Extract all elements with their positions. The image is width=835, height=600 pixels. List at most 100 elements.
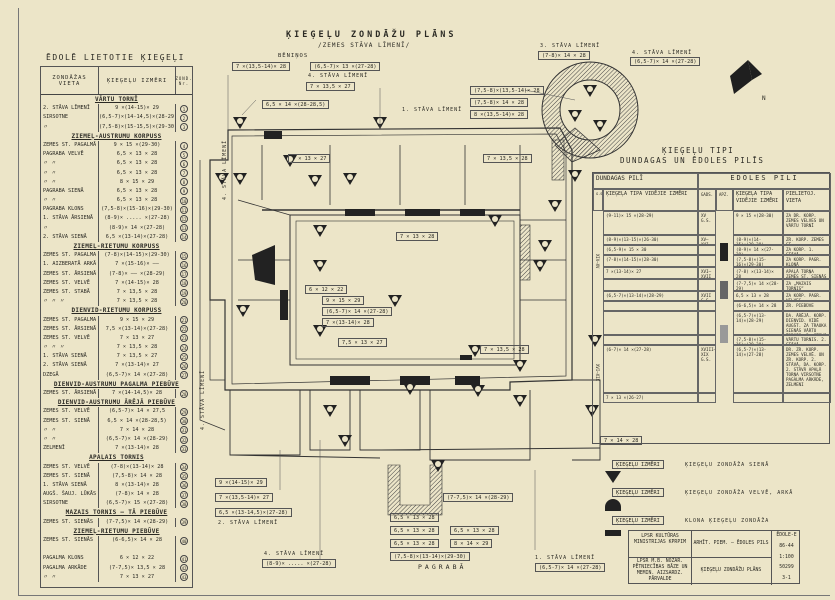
- probe-number: 32: [180, 435, 188, 444]
- cell-size: 7,5 ×(13-14)×(27-28): [99, 324, 176, 334]
- cell-location: 〃 〃: [41, 168, 99, 178]
- cell-number: 28: [176, 389, 192, 398]
- probe-number: 6: [180, 159, 188, 168]
- dimension-label: 7 × 13,5 × 27: [306, 82, 355, 91]
- cell-place: VĀRTU TORNIS. 2. STĀVĀ: [783, 335, 831, 345]
- cell-location: 〃: [41, 122, 99, 132]
- probe-number: 17: [180, 270, 188, 279]
- probe-number: 11: [180, 205, 188, 214]
- cell-place: ZA KORP. PAGR. KLONĀ: [783, 255, 831, 267]
- cell-number: 6: [176, 159, 192, 168]
- dimension-label: 7 × 13 × 27: [288, 154, 331, 163]
- cell-size: (6,5-7)× 14 × 27,5: [99, 407, 176, 417]
- cell-size: 6,5 × 13 × 28: [99, 196, 176, 206]
- dimension-label: 7,5 × 13 × 27: [338, 338, 387, 347]
- cell-dund: (6,5-7)×(13-14)×(28-29): [603, 291, 698, 301]
- cell-size: 7 × 13,5 × 28: [99, 297, 176, 307]
- type-row: (7-7,5)× 14 ×(28-29)ZA „MAZAIS TORNIS”: [593, 279, 831, 291]
- cell-gs: XVI–XVII G.S.: [698, 267, 716, 279]
- brick-usage-table: ZONDĀŽAS VIETA ĶIEĢEĻU IZMĒRI ZOND. Nr. …: [40, 66, 193, 588]
- probe-triangle-icon: [548, 200, 562, 212]
- cell-dund: (6,5-9)× 15 × 30: [603, 245, 698, 255]
- cell-size: (8-9)× 14 ×(27-28): [99, 223, 176, 233]
- cell-place: DA. ĀRĒJĀ. KORP. DIENVID. VIDĒ AUGŠT. ZA…: [783, 311, 831, 335]
- cell-number: 12: [176, 214, 192, 224]
- wall-fills: [252, 131, 485, 385]
- section-header: MAZAIS TORNIS – TĀ PIEBŪVE: [65, 509, 168, 517]
- dimension-label: (8-9)× ..... ×(27-28): [262, 559, 336, 568]
- table-row: ZEMES ST. ĀRSIENĀ(7-8)× —— ×(28-29)17: [41, 269, 192, 279]
- dimension-label: 9 × 15 × 29: [322, 296, 365, 305]
- dimension-label: 6,5 × 13 × 28: [390, 539, 439, 548]
- cell-size: 9 × 15 ×(29-30): [99, 140, 176, 151]
- probe-number: 26: [180, 362, 188, 371]
- dimension-label: 6 × 12 × 22: [305, 285, 348, 294]
- dimension-label: 6,5 × 13 × 28: [390, 513, 439, 522]
- leader-lines: [227, 75, 576, 560]
- cell-place: DR. ZR. KORP. ZEMES VELVĒ. UN ZR. KORP. …: [783, 345, 831, 393]
- cell-number: 20: [176, 297, 192, 306]
- cell-place: ZA „MAZAIS TORNIS”: [783, 279, 831, 291]
- round-tower: [541, 61, 639, 163]
- cell-size: (6,5-7)×(14-14,5)×(28-29): [99, 113, 176, 123]
- probe-number: 19: [180, 288, 188, 297]
- cell-location: 1. AIZBERATĀ ARKĀ: [41, 260, 99, 270]
- cell-location: ZEMES ST. VELVĒ: [41, 407, 99, 417]
- dimension-label: 6,5 ×(13-14,5)×(27-28): [215, 508, 292, 517]
- cell-edole: (6,5-7)×(13-14)×(27-28): [733, 345, 783, 393]
- cell-location: ZEMES ST. PAGALMA S.: [41, 315, 99, 325]
- drawing-sheet: [18, 8, 830, 596]
- cell-number: 7: [176, 169, 192, 178]
- probe-number: 39: [180, 518, 188, 527]
- probe-number: 28: [180, 389, 188, 398]
- section-header: DIENVID-AUSTRUMU ĀRĒJĀ PIEBŪVE: [57, 399, 176, 407]
- probe-triangle-icon: [215, 173, 229, 185]
- probe-number: 5: [180, 150, 188, 159]
- cell-gs: [698, 301, 716, 311]
- probe-triangle-icon: [468, 345, 482, 357]
- cell-number: 40: [176, 536, 192, 545]
- cell-place: ZA KORP. PAGR. VELVES: [783, 291, 831, 301]
- cell-number: 34: [176, 463, 192, 472]
- probe-triangle-icon: [236, 305, 250, 317]
- type-row: XVI–XVII G.S.7 ×(13-14)× 27(7-8) ×(13-14…: [593, 267, 831, 279]
- dimension-label: 7 × 13,5 × 28: [480, 345, 529, 354]
- probe-triangle-icon: [568, 110, 582, 122]
- cell-number: 37: [176, 490, 192, 499]
- cell-location: 1. STĀVA SIENĀ: [41, 480, 99, 491]
- dimension-label: 8 ×(13,5-14)× 28: [470, 110, 528, 119]
- cell-place: ZR. KORP. ZEMES ST.: [783, 235, 831, 245]
- cell-size: (7-8)×(14-15)×(29-30): [99, 251, 176, 261]
- cell-place: ZA KORP. 1. STĀVĀ: [783, 245, 831, 255]
- cell-dund: 7 × 13 ×(26-27): [603, 393, 698, 403]
- cell-edole: 9 × 15 ×(28-30): [733, 211, 783, 235]
- cell-location: 〃: [41, 223, 99, 233]
- type-row: (7,5-8)×(15-16)×(29-30)VĀRTU TORNIS. 2. …: [593, 335, 831, 345]
- cell-location: ZEMES ST. SIENĀS: [41, 517, 99, 527]
- cell-gs: [698, 335, 716, 345]
- cell-size: (7-8)×(13-14)× 28: [99, 462, 176, 472]
- cell-number: 24: [176, 343, 192, 352]
- probe-number: 33: [180, 444, 188, 453]
- cell-location: PAGALMA KLONS: [41, 554, 99, 564]
- cell-edole: (8-9)× 14 ×(27-28): [733, 245, 783, 255]
- dimension-label: (6,5-7)× 14 ×(27-28): [630, 57, 701, 66]
- edole-header: ĒDOLES PILĪ: [698, 173, 831, 189]
- cell-size: 7 × 14 × 28: [99, 425, 176, 435]
- probe-triangle-icon: [388, 295, 402, 307]
- org2: LPSR M.B. NOZAR. PĒTNIECĪBAS BĀZE UN MEM…: [632, 559, 688, 582]
- probe-triangle-icon: [588, 335, 602, 347]
- cell-location: 〃 〃: [41, 177, 99, 187]
- probe-triangle-icon: [233, 173, 247, 185]
- probe-number: 37: [180, 490, 188, 499]
- cell-location: PAGRABA KLONS: [41, 205, 99, 215]
- cell-gs: XV G.S.: [698, 211, 716, 235]
- cell-edole: (6-6,5)× 14 × 28: [733, 301, 783, 311]
